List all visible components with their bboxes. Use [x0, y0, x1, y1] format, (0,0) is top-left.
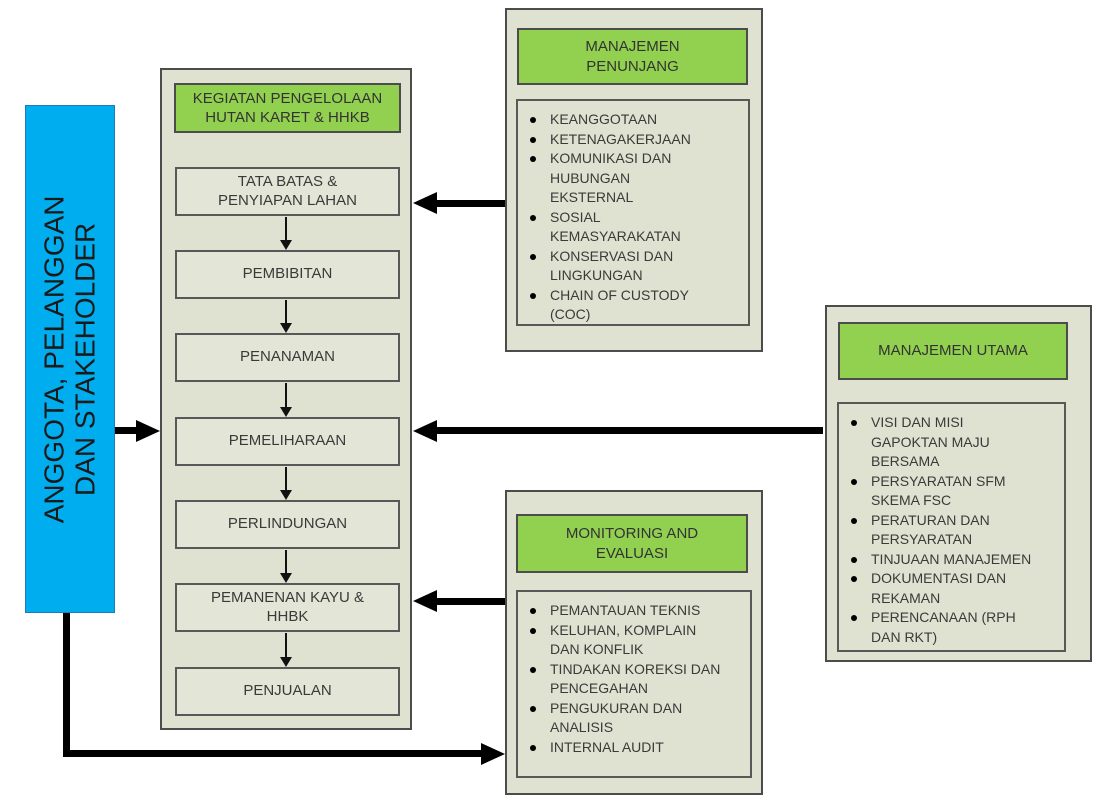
list-item: PENGUKURAN DAN ANALISIS [522, 699, 746, 738]
support-management-title: MANAJEMEN PENUNJANG [517, 28, 748, 85]
list-item: DOKUMENTASI DAN REKAMAN [843, 569, 1060, 608]
list-item: SOSIAL KEMASYARAKATAN [522, 208, 744, 247]
support-management-list: KEANGGOTAAN KETENAGAKERJAAN KOMUNIKASI D… [516, 99, 750, 326]
main-management-list: VISI DAN MISI GAPOKTAN MAJU BERSAMA PERS… [837, 402, 1066, 652]
monitoring-list: PEMANTAUAN TEKNIS KELUHAN, KOMPLAIN DAN … [516, 590, 752, 778]
stakeholder-box: ANGGOTA, PELANGGAN DAN STAKEHOLDER [25, 105, 115, 613]
step-penjualan: PENJUALAN [175, 667, 400, 716]
arrow-down-icon [280, 407, 292, 417]
arrow-down-icon [280, 657, 292, 667]
arrow-down-icon [285, 383, 287, 407]
arrow-left-icon [413, 590, 437, 612]
step-pembibitan: PEMBIBITAN [175, 250, 400, 299]
arrow-right-icon [136, 420, 160, 442]
list-item: PERATURAN DAN PERSYARATAN [843, 511, 1060, 550]
arrow-down-icon [285, 467, 287, 490]
list-item: TINDAKAN KOREKSI DAN PENCEGAHAN [522, 660, 746, 699]
step-perlindungan: PERLINDUNGAN [175, 500, 400, 549]
arrow-left-icon [413, 192, 437, 214]
list-item: INTERNAL AUDIT [522, 738, 746, 758]
step-pemeliharaan: PEMELIHARAAN [175, 417, 400, 466]
list-item: TINJUAAN MANAJEMEN [843, 550, 1060, 570]
monitoring-title: MONITORING AND EVALUASI [516, 514, 748, 573]
arrow-down-icon [285, 633, 287, 657]
arrow-stakeholder-to-monitoring [63, 750, 481, 757]
arrow-down-icon [280, 323, 292, 333]
list-item: KETENAGAKERJAAN [522, 130, 744, 150]
list-item: PERENCANAAN (RPH DAN RKT) [843, 608, 1060, 647]
arrow-right-icon [481, 743, 505, 765]
arrow-down-icon [285, 550, 287, 573]
arrow-down-icon [280, 490, 292, 500]
arrow-down-icon [285, 217, 287, 240]
arrow-stakeholder-to-monitoring [63, 613, 70, 757]
arrow-down-icon [280, 573, 292, 583]
arrow-stakeholder-to-process [115, 427, 136, 434]
list-item: KELUHAN, KOMPLAIN DAN KONFLIK [522, 621, 746, 660]
step-penanaman: PENANAMAN [175, 333, 400, 382]
stakeholder-label: ANGGOTA, PELANGGAN DAN STAKEHOLDER [38, 195, 101, 523]
main-management-title: MANAJEMEN UTAMA [838, 322, 1068, 380]
arrow-support-to-process [437, 200, 505, 207]
list-item: PEMANTAUAN TEKNIS [522, 601, 746, 621]
step-tata-batas: TATA BATAS & PENYIAPAN LAHAN [175, 167, 400, 216]
list-item: VISI DAN MISI GAPOKTAN MAJU BERSAMA [843, 413, 1060, 472]
arrow-monitoring-to-process [437, 598, 505, 605]
list-item: PERSYARATAN SFM SKEMA FSC [843, 472, 1060, 511]
process-title: KEGIATAN PENGELOLAAN HUTAN KARET & HHKB [174, 83, 401, 133]
list-item: KOMUNIKASI DAN HUBUNGAN EKSTERNAL [522, 149, 744, 208]
step-pemanenan: PEMANENAN KAYU & HHBK [175, 583, 400, 632]
arrow-main-to-process [437, 427, 823, 434]
list-item: KEANGGOTAAN [522, 110, 744, 130]
arrow-left-icon [413, 420, 437, 442]
arrow-down-icon [280, 240, 292, 250]
list-item: CHAIN OF CUSTODY (COC) [522, 286, 744, 325]
list-item: KONSERVASI DAN LINGKUNGAN [522, 247, 744, 286]
arrow-down-icon [285, 300, 287, 323]
